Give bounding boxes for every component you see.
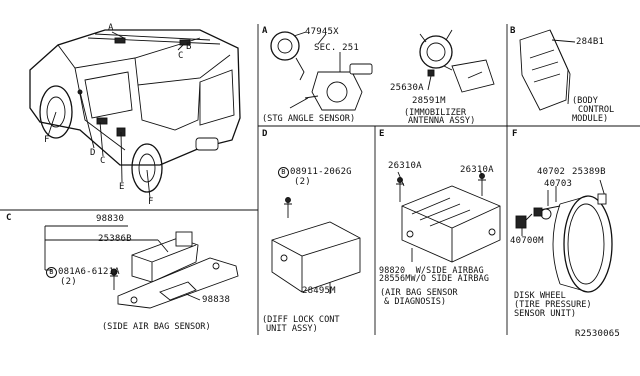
disk-wheel-illustration bbox=[515, 179, 613, 293]
vehicle-callout-b: B bbox=[186, 42, 192, 52]
caption-airbag-sensor-line2: & DIAGNOSIS) bbox=[384, 297, 447, 307]
caption-immobilizer-line2: ANTENNA ASSY) bbox=[408, 116, 476, 126]
side-airbag-sensor-illustration bbox=[44, 225, 239, 309]
caption-disk-wheel-line1: DISK WHEEL bbox=[514, 291, 566, 301]
caption-airbag-sensor-line1: (AIR BAG SENSOR bbox=[380, 288, 458, 298]
part-98838: 98838 bbox=[202, 295, 231, 305]
panel-dividers bbox=[0, 24, 640, 335]
vehicle-illustration bbox=[29, 29, 241, 199]
section-letter-e: E bbox=[379, 129, 385, 139]
caption-diff-lock-line2: UNIT ASSY) bbox=[266, 324, 318, 334]
qty-d: (2) bbox=[294, 177, 311, 187]
immobilizer-antenna-illustration bbox=[419, 29, 495, 93]
part-28495m: 28495M bbox=[302, 286, 336, 296]
qty-c: (2) bbox=[60, 277, 77, 287]
vehicle-callout-f-rear: F bbox=[44, 135, 50, 145]
caption-bcm-line1: (BODY bbox=[572, 96, 598, 106]
part-28556m-wo-side-airbag: 28556MW/O SIDE AIRBAG bbox=[379, 273, 490, 283]
part-25389b: 25389B bbox=[572, 167, 606, 177]
bolt-badge-c: B bbox=[46, 267, 57, 278]
caption-bcm-line3: MODULE) bbox=[572, 114, 609, 124]
part-08911-2062g: 08911-2062G bbox=[290, 167, 352, 177]
vehicle-callout-f-front: F bbox=[148, 197, 154, 207]
vehicle-callout-c: C bbox=[100, 156, 106, 166]
diff-lock-unit-illustration bbox=[271, 197, 361, 294]
section-letter-b: B bbox=[510, 26, 516, 36]
part-25386b: 25386B bbox=[98, 234, 132, 244]
caption-immobilizer-line1: (IMMOBILIZER bbox=[404, 108, 467, 118]
part-98820-w-side-airbag: 98820 W/SIDE AIRBAG bbox=[379, 265, 484, 275]
caption-side-airbag-sensor: (SIDE AIR BAG SENSOR) bbox=[102, 322, 211, 332]
caption-bcm-line2: CONTROL bbox=[578, 105, 615, 115]
part-25630a: 25630A bbox=[390, 83, 424, 93]
caption-disk-wheel-line3: SENSOR UNIT) bbox=[514, 309, 577, 319]
part-40703: 40703 bbox=[544, 179, 573, 189]
bolt-badge-d: B bbox=[278, 167, 289, 178]
section-letter-c: C bbox=[6, 213, 12, 223]
part-28591m: 28591M bbox=[412, 96, 446, 106]
caption-disk-wheel-line2: (TIRE PRESSURE) bbox=[514, 300, 592, 310]
vehicle-callout-c-top: C bbox=[178, 51, 184, 61]
part-26310a-right: 26310A bbox=[460, 165, 494, 175]
part-284b1: 284B1 bbox=[576, 37, 605, 47]
part-081a6-6121a: 081A6-6121A bbox=[58, 267, 120, 277]
part-98830: 98830 bbox=[96, 214, 125, 224]
part-40702: 40702 bbox=[537, 167, 566, 177]
body-control-module-illustration bbox=[519, 29, 576, 111]
part-26310a-left: 26310A bbox=[388, 161, 422, 171]
caption-stg-angle-sensor: (STG ANGLE SENSOR) bbox=[262, 114, 356, 124]
diagram-reference-id: R2530065 bbox=[575, 329, 620, 339]
section-letter-d: D bbox=[262, 129, 268, 139]
section-letter-f: F bbox=[512, 129, 518, 139]
vehicle-callout-a: A bbox=[108, 23, 114, 33]
stg-angle-sensor-illustration bbox=[270, 31, 373, 111]
part-47945x: 47945X bbox=[305, 27, 339, 37]
section-letter-a: A bbox=[262, 26, 268, 36]
airbag-diagnosis-unit-illustration bbox=[396, 169, 501, 263]
vehicle-callout-d: D bbox=[90, 148, 96, 158]
part-40700m: 40700M bbox=[510, 236, 544, 246]
part-sec-251: SEC. 251 bbox=[314, 43, 359, 53]
caption-diff-lock-line1: (DIFF LOCK CONT bbox=[262, 315, 340, 325]
vehicle-callout-e: E bbox=[119, 182, 125, 192]
